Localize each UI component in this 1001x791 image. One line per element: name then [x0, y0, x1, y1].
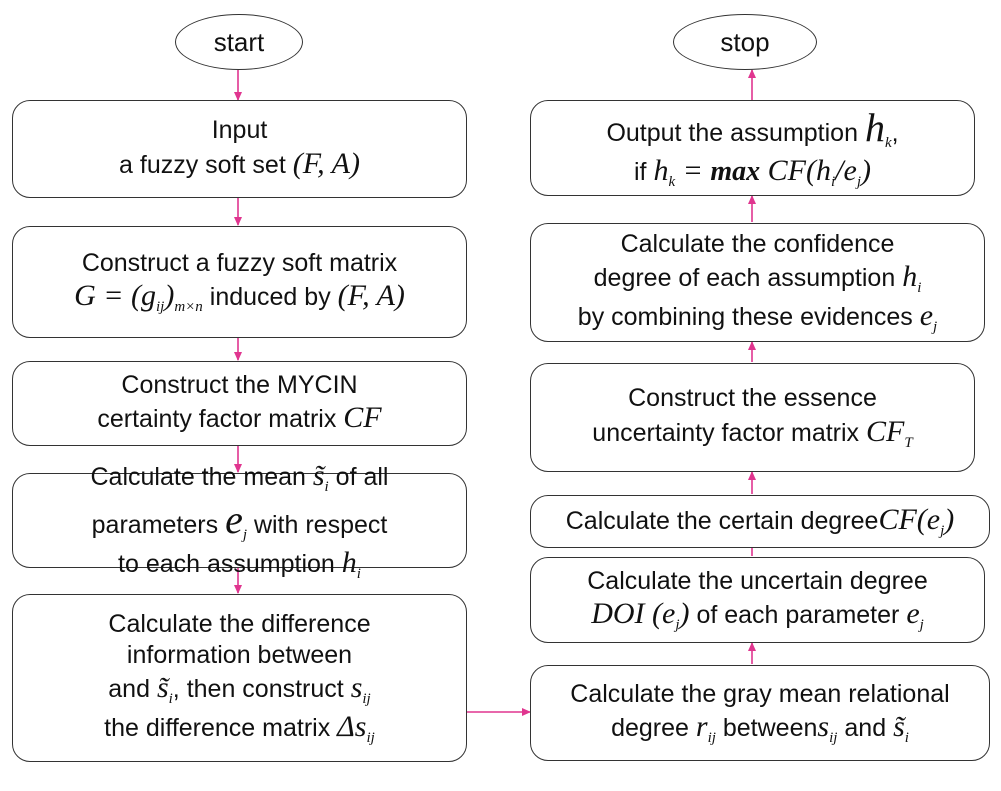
mean-text-2: parameters [91, 511, 219, 540]
uncertain-e-j: ej [906, 597, 924, 634]
mean-text-1b: of all [335, 462, 389, 491]
h-i-formula: hi [341, 545, 361, 582]
input-line-1: Input [211, 116, 268, 145]
confidence-line-3: by combining these evidences ej [578, 298, 937, 336]
difference-matrix-text: the difference matrix [104, 713, 331, 742]
difference-line-1: Calculate the difference [108, 610, 371, 639]
mean-text-1: Calculate the mean [90, 462, 306, 491]
uncertain-line-1: Calculate the uncertain degree [587, 566, 928, 595]
input-text: a fuzzy soft set [119, 150, 286, 179]
difference-line-2: information between [126, 640, 353, 669]
induced-by-text: induced by [209, 283, 331, 312]
confidence-text-2: degree of each assumption [593, 264, 896, 293]
gray-line-2: degree rij betweensij and s̃i [611, 709, 909, 747]
mycin-text: certainty factor matrix [97, 405, 337, 434]
confidence-line-1: Calculate the confidence [620, 229, 895, 258]
difference-line-4: the difference matrix Δsij [104, 709, 375, 747]
delta-s-formula: Δsij [337, 709, 375, 746]
gray-s-ij: sij [817, 710, 838, 747]
uncertain-box: Calculate the uncertain degree DOI (ej) … [530, 557, 985, 643]
certain-line: Calculate the certain degreeCF(ej) [566, 502, 955, 540]
mean-text-2b: with respect [253, 511, 388, 540]
certain-text: Calculate the certain degree [565, 507, 879, 536]
induced-set-formula: (F, A) [337, 279, 405, 313]
output-if: if [634, 158, 647, 187]
cf-formula: CF [343, 401, 382, 435]
difference-box: Calculate the difference information bet… [12, 594, 467, 762]
construct-matrix-line-1: Construct a fuzzy soft matrix [81, 248, 398, 277]
gray-box: Calculate the gray mean relational degre… [530, 665, 990, 761]
difference-s-mean: s̃i [156, 671, 173, 708]
essence-line-1: Construct the essence [628, 384, 877, 413]
output-line-2: if hk = max CF(hi/ej) [634, 153, 871, 191]
uncertain-text: of each parameter [696, 601, 900, 630]
essence-line-2: uncertainty factor matrix CFT [592, 414, 912, 452]
confidence-box: Calculate the confidence degree of each … [530, 223, 985, 342]
cf-e-j-formula: CF(ej) [878, 503, 955, 540]
cf-t-formula: CFT [866, 414, 913, 451]
confidence-line-2: degree of each assumption hi [594, 259, 922, 297]
essence-box: Construct the essence uncertainty factor… [530, 363, 975, 472]
gray-line-1: Calculate the gray mean relational [570, 679, 950, 708]
mycin-line-2: certainty factor matrix CF [97, 400, 381, 437]
input-line-2: a fuzzy soft set (F, A) [119, 146, 360, 183]
output-text: Output the assumption [606, 119, 858, 148]
doi-formula: DOI (ej) [591, 597, 690, 634]
mycin-line-1: Construct the MYCIN [121, 370, 358, 399]
gray-between-text: between [722, 714, 818, 743]
gray-and-text: and [844, 714, 887, 743]
start-label: start [213, 26, 265, 57]
mycin-box: Construct the MYCIN certainty factor mat… [12, 361, 467, 446]
mean-box: Calculate the mean s̃i of all parameters… [12, 459, 467, 582]
essence-text: uncertainty factor matrix [592, 418, 860, 447]
stop-label: stop [720, 26, 770, 57]
mean-line-2: parameters ej with respect [92, 496, 388, 545]
confidence-text-3: by combining these evidences [577, 302, 913, 331]
output-line-1: Output the assumption hk, [606, 105, 899, 152]
gray-degree-text: degree [611, 714, 689, 743]
uncertain-line-2: DOI (ej) of each parameter ej [591, 596, 924, 634]
difference-and: and [108, 675, 150, 704]
mean-line-1: Calculate the mean s̃i of all [91, 458, 389, 496]
gray-s-mean: s̃i [893, 710, 909, 747]
output-box: Output the assumption hk, if hk = max CF… [530, 100, 975, 196]
mean-text-3: to each assumption [118, 549, 335, 578]
certain-box: Calculate the certain degreeCF(ej) [530, 495, 990, 548]
confidence-h-i: hi [902, 260, 922, 297]
fuzzy-soft-set-formula: (F, A) [292, 146, 360, 180]
max-cf-formula: hk = max CF(hi/ej) [653, 154, 871, 191]
difference-s-ij: sij [350, 671, 371, 708]
difference-then: , then construct [172, 675, 344, 704]
confidence-e-j: ej [919, 298, 938, 335]
matrix-formula: G = (gij)m×n [74, 279, 203, 316]
mean-s-formula: s̃i [312, 458, 329, 495]
h-k-formula: hk [864, 105, 892, 152]
start-terminal: start [175, 14, 303, 70]
mean-line-3: to each assumption hi [118, 545, 361, 583]
difference-line-3: and s̃i, then construct sij [108, 670, 370, 708]
stop-terminal: stop [673, 14, 817, 70]
input-box: Input a fuzzy soft set (F, A) [12, 100, 467, 198]
construct-matrix-box: Construct a fuzzy soft matrix G = (gij)m… [12, 226, 467, 338]
construct-matrix-line-2: G = (gij)m×n induced by (F, A) [74, 278, 405, 316]
e-j-formula: ej [225, 497, 247, 544]
r-ij-formula: rij [695, 710, 716, 747]
